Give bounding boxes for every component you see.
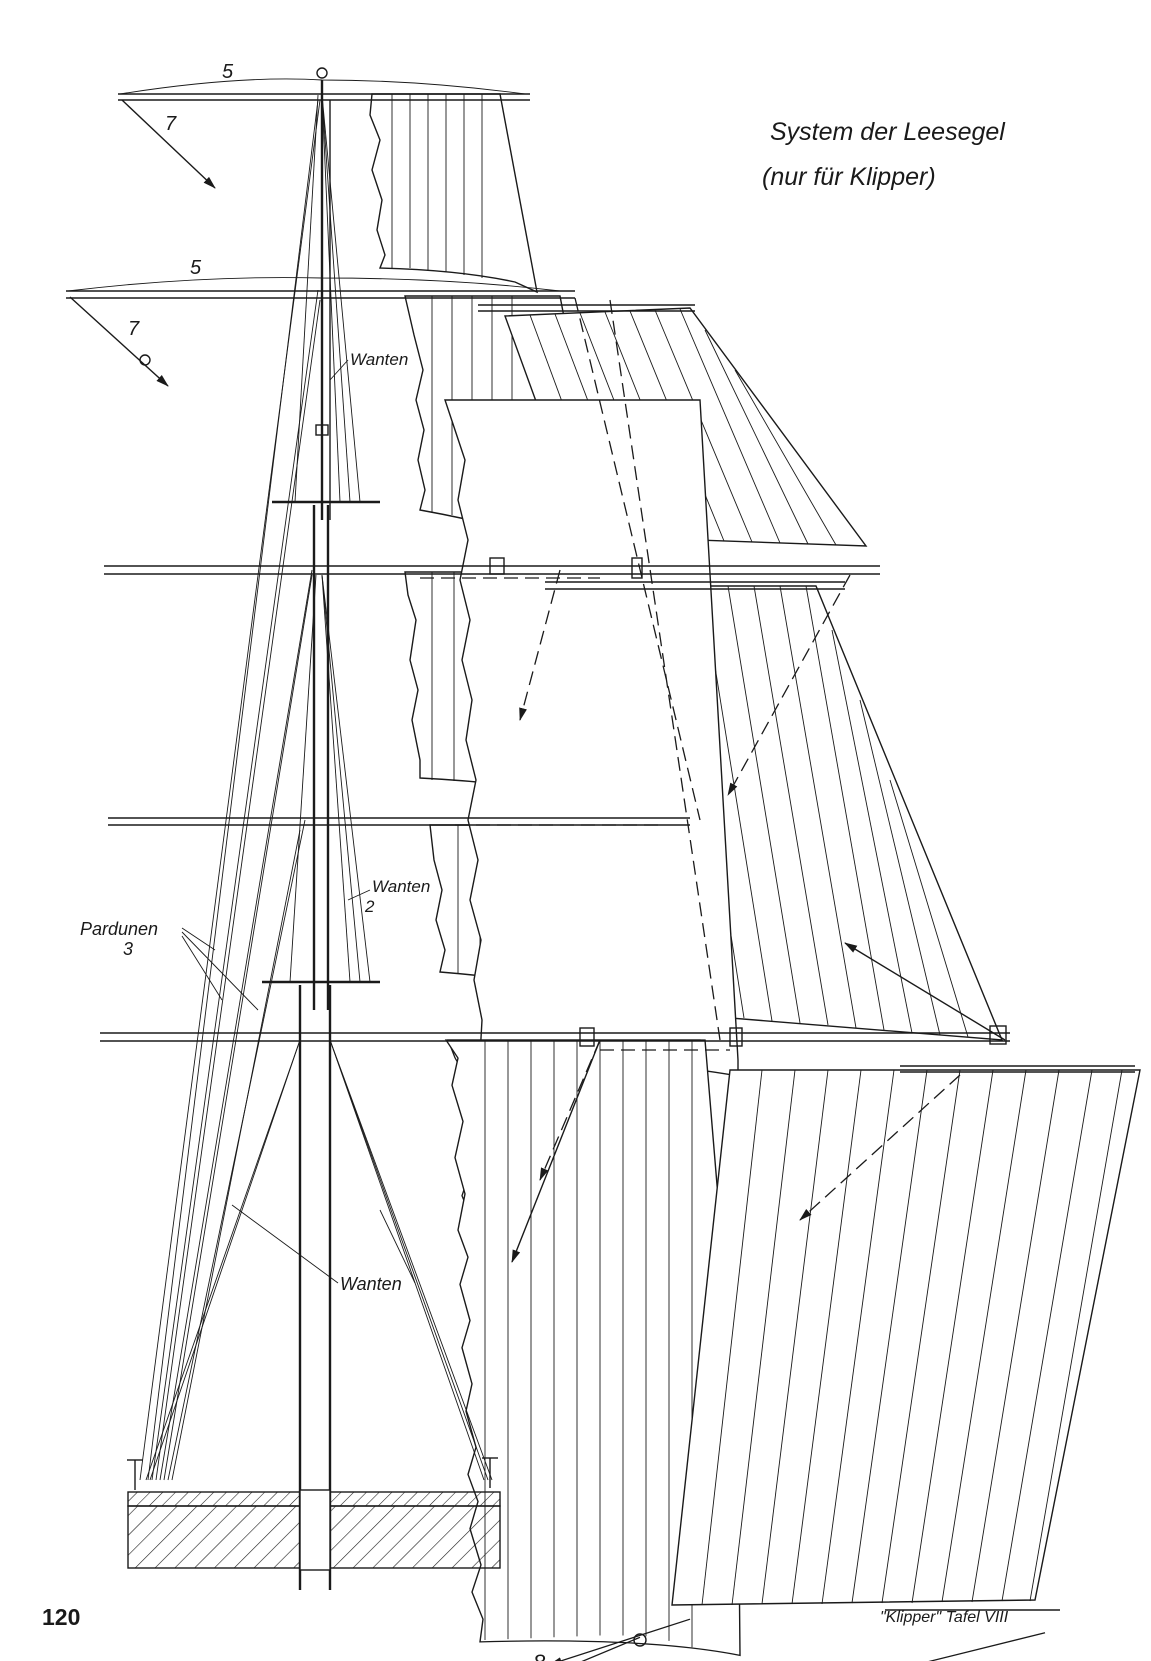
royal-yard (118, 78, 530, 101)
topmast-studding-boom (545, 581, 845, 590)
upper-shrouds (294, 94, 361, 503)
royal-sail-seams (391, 94, 483, 278)
chain-plates (127, 1457, 498, 1490)
label-pointers (181, 359, 416, 1284)
topgallant-studding-boom (478, 304, 695, 312)
label-wanten-mid: Wanten (372, 877, 430, 896)
label-wanten-lower: Wanten (340, 1274, 402, 1294)
mid-shrouds (289, 574, 371, 983)
topsail-yard (104, 557, 880, 579)
label-5-second: 5 (190, 257, 202, 279)
lower-shrouds (145, 1039, 493, 1481)
label-pardunen: Pardunen (80, 919, 158, 939)
topgallant-yard (66, 277, 575, 299)
footer-caption: "Klipper" Tafel VIII (880, 1609, 1009, 1626)
crosstrees (262, 500, 380, 984)
lower-studding-sail (671, 1069, 1141, 1606)
label-wanten-upper: Wanten (350, 350, 408, 369)
page-number: 120 (42, 1604, 80, 1630)
royal-sail (369, 93, 538, 294)
label-7-second: 7 (128, 318, 140, 340)
label-8: 8 (533, 1650, 546, 1661)
label-pardunen-num: 3 (123, 939, 133, 959)
course-sail (444, 399, 739, 1077)
label-5-top: 5 (222, 61, 234, 83)
mast (298, 67, 332, 1590)
diagram-title-line1: System der Leesegel (770, 118, 1006, 146)
sheet-blocks (139, 354, 647, 1647)
diagram-title-line2: (nur für Klipper) (762, 163, 936, 191)
lower-yard (100, 1025, 1010, 1047)
label-wanten-mid-num: 2 (364, 897, 375, 916)
backstays (139, 99, 321, 1481)
hull-section (127, 1489, 501, 1571)
main-course-sail (444, 1039, 741, 1657)
arrows (69, 99, 1046, 1661)
lower-studding-yard (900, 1065, 1135, 1073)
label-7-top: 7 (165, 113, 177, 135)
